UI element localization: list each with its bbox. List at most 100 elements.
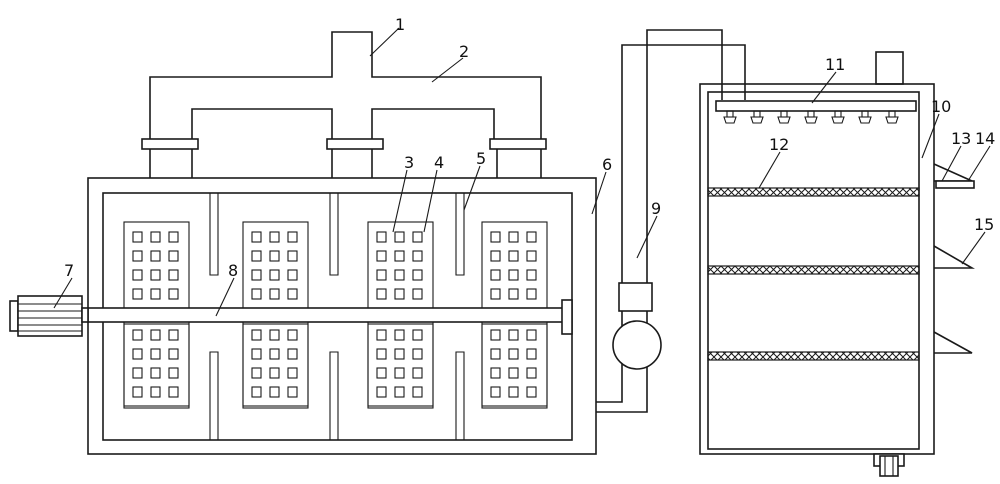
filter-hole [150,329,161,341]
label-14: 14 [975,129,995,148]
filter-hole [376,231,387,243]
filter-hole [412,288,423,300]
filter-hole [394,288,405,300]
filter-hole [412,386,423,398]
filter-hole [287,231,298,243]
filter-hole [150,231,161,243]
label-5: 5 [476,149,486,168]
bracket-13 [933,163,973,182]
filter-14 [935,180,975,189]
baffles [209,193,465,440]
spray-pipe [715,100,917,112]
filter-hole [508,288,519,300]
filter-hole [287,269,298,281]
label-1: 1 [395,15,405,34]
reference-numerals: 1 2 3 4 5 6 7 8 9 11 10 12 13 14 15 [64,15,995,280]
label-13: 13 [951,129,971,148]
flange-middle [326,138,384,150]
filter-hole [168,348,179,360]
label-6: 6 [602,155,612,174]
filter-hole [168,231,179,243]
filter-hole [412,250,423,262]
filter-hole [269,250,280,262]
nozzle [723,110,737,124]
filter-hole [287,250,298,262]
filter-hole [150,386,161,398]
packing-layer-bottom [707,351,920,361]
filter-hole [269,329,280,341]
label-8: 8 [228,261,238,280]
filter-hole [269,367,280,379]
filter-hole [287,288,298,300]
filter-hole [394,348,405,360]
flange-left [141,138,199,150]
label-15: 15 [974,215,994,234]
label-7: 7 [64,261,74,280]
filter-hole [150,250,161,262]
label-10: 10 [931,97,951,116]
filter-hole [251,288,262,300]
filter-hole [508,329,519,341]
filter-block [481,323,548,407]
filter-hole [412,348,423,360]
filter-hole [251,386,262,398]
filter-hole [508,348,519,360]
filter-hole [287,386,298,398]
filter-hole [376,367,387,379]
filter-hole [168,367,179,379]
spray-nozzles [723,110,899,124]
filter-hole [168,288,179,300]
filter-hole [490,231,501,243]
filter-hole [376,348,387,360]
nozzle [804,110,818,124]
bracket-lower [933,331,973,354]
filter-block [123,323,190,407]
filter-hole [376,269,387,281]
filter-hole [132,250,143,262]
nozzle [750,110,764,124]
filter-hole [269,269,280,281]
filter-hole [508,250,519,262]
filter-hole [287,348,298,360]
shaft-bearing [561,299,573,335]
filter-hole [251,367,262,379]
filter-hole [526,269,537,281]
filter-hole [526,288,537,300]
filter-hole [490,367,501,379]
filter-hole [490,348,501,360]
filter-hole [394,231,405,243]
nozzle [858,110,872,124]
label-12: 12 [769,135,789,154]
shaft [87,299,573,335]
filter-hole [508,367,519,379]
filter-hole [132,367,143,379]
filter-hole [168,329,179,341]
label-9: 9 [651,199,661,218]
filter-hole [412,231,423,243]
filter-hole [269,231,280,243]
filter-hole [251,269,262,281]
nozzle [831,110,845,124]
filter-hole [508,269,519,281]
filter-hole [394,367,405,379]
filter-hole [412,269,423,281]
filter-hole [412,367,423,379]
filter-hole [150,367,161,379]
flange-right [489,138,547,150]
nozzle [777,110,791,124]
packing-layer-middle [707,265,920,275]
side-fixtures [933,163,975,354]
filter-block [242,323,309,407]
filter-hole [132,329,143,341]
exhaust-manifold [141,31,547,178]
filter-hole [251,329,262,341]
motor [9,295,89,337]
filter-hole [526,348,537,360]
filter-hole [251,348,262,360]
filter-hole [132,288,143,300]
leader-lines [53,27,991,317]
filter-hole [394,329,405,341]
filter-hole [394,386,405,398]
filter-hole [376,386,387,398]
